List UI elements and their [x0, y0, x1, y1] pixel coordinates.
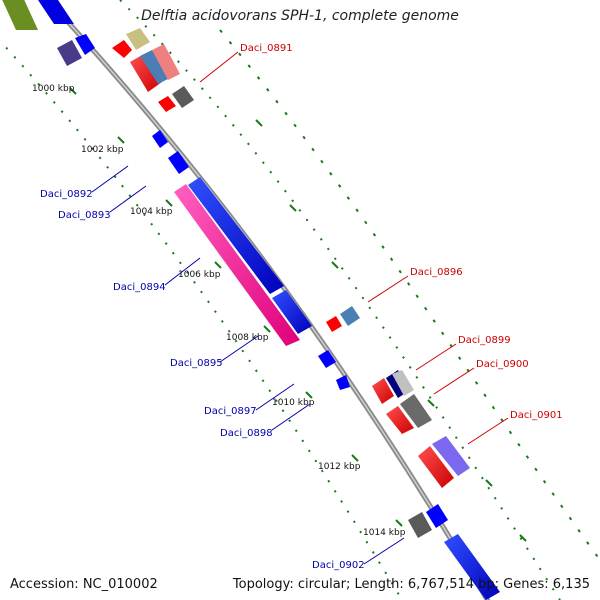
gene-arrow[interactable] [372, 378, 394, 404]
gene-arrow[interactable] [432, 436, 470, 476]
map-title: Delftia acidovorans SPH-1, complete geno… [141, 8, 459, 24]
gene-label[interactable]: Daci_0899 [458, 335, 511, 346]
gene-arrow[interactable] [188, 177, 284, 294]
gene-arrow[interactable] [326, 316, 342, 332]
leader-line [271, 403, 311, 431]
gene-label[interactable]: Daci_0895 [170, 358, 223, 369]
gene-arrow[interactable] [386, 406, 414, 434]
gene-label[interactable]: Daci_0894 [113, 282, 166, 293]
tick-label: 1010 kbp [272, 398, 315, 408]
gene-arrow[interactable] [272, 290, 312, 334]
gene-label[interactable]: Daci_0902 [312, 560, 365, 571]
gene-arrow[interactable] [340, 306, 360, 326]
gene-arrow[interactable] [168, 151, 189, 174]
gene-arrow[interactable] [392, 370, 414, 396]
leader-line [255, 383, 295, 411]
gene-label[interactable]: Daci_0901 [510, 410, 563, 421]
gene-arrow[interactable] [158, 96, 176, 112]
gene-arrow[interactable] [112, 40, 132, 58]
leader-line [433, 367, 475, 395]
leader-line [467, 417, 509, 445]
gene-arrow[interactable] [130, 54, 162, 92]
gene-arrow[interactable] [152, 130, 168, 148]
minus-strand-genes [0, 0, 500, 600]
outer-tick-ring-2 [219, 29, 600, 561]
tick-mark [351, 454, 359, 462]
leader-line [91, 165, 129, 193]
tick-mark [289, 204, 297, 212]
gene-label[interactable]: Daci_0897 [204, 406, 257, 417]
leader-line [219, 335, 259, 363]
gene-arrow[interactable] [408, 512, 432, 538]
gene-label[interactable]: Daci_0900 [476, 359, 529, 370]
gene-arrow[interactable] [140, 50, 170, 84]
plus-strand-genes [112, 28, 470, 488]
gene-arrow[interactable] [418, 446, 454, 488]
tick-label: 1000 kbp [32, 84, 75, 94]
major-ticks [69, 87, 527, 542]
tick-label: 1006 kbp [178, 270, 221, 280]
tick-label: 1012 kbp [318, 462, 361, 472]
tick-label: 1002 kbp [81, 145, 124, 155]
tick-mark [305, 391, 313, 399]
leader-line [363, 537, 405, 565]
tick-label: 1004 kbp [130, 207, 173, 217]
gene-arrow[interactable] [318, 350, 336, 368]
tick-label: 1014 kbp [363, 528, 406, 538]
tick-mark [117, 136, 125, 144]
tick-mark [263, 325, 271, 333]
gene-arrow[interactable] [444, 534, 500, 600]
gene-label[interactable]: Daci_0893 [58, 210, 111, 221]
gene-arrow[interactable] [57, 40, 82, 66]
tick-mark [331, 261, 339, 269]
inner-tick-ring [0, 39, 404, 600]
gene-arrow[interactable] [75, 34, 95, 55]
gene-arrow[interactable] [38, 0, 74, 24]
gene-arrow[interactable] [426, 504, 448, 528]
gene-arrow[interactable] [400, 394, 432, 428]
tick-mark [165, 199, 173, 207]
topology-label: Topology: circular; Length: 6,767,514 bp… [232, 577, 590, 592]
leader-line [199, 51, 239, 83]
gene-arrow[interactable] [152, 44, 180, 80]
tick-mark [485, 479, 493, 487]
gene-label[interactable]: Daci_0896 [410, 267, 463, 278]
tick-mark [395, 519, 403, 527]
tick-mark [69, 87, 77, 95]
tick-mark [214, 261, 222, 269]
gene-label[interactable]: Daci_0891 [240, 43, 293, 54]
tick-mark [427, 399, 435, 407]
tick-label: 1008 kbp [226, 333, 269, 343]
gene-label[interactable]: Daci_0898 [220, 428, 273, 439]
leader-line [109, 185, 147, 213]
tick-mark [255, 119, 263, 127]
gene-arrow[interactable] [0, 0, 38, 30]
tick-mark [519, 534, 527, 542]
gene-arrow[interactable] [172, 86, 194, 108]
leader-line [415, 343, 457, 371]
gene-label[interactable]: Daci_0892 [40, 189, 93, 200]
leader-line [164, 257, 201, 286]
gene-arrow[interactable] [336, 375, 350, 390]
gene-arrow[interactable] [174, 184, 300, 346]
leader-line [367, 275, 409, 303]
gene-arrow[interactable] [126, 28, 150, 50]
accession-label: Accession: NC_010002 [10, 577, 158, 592]
